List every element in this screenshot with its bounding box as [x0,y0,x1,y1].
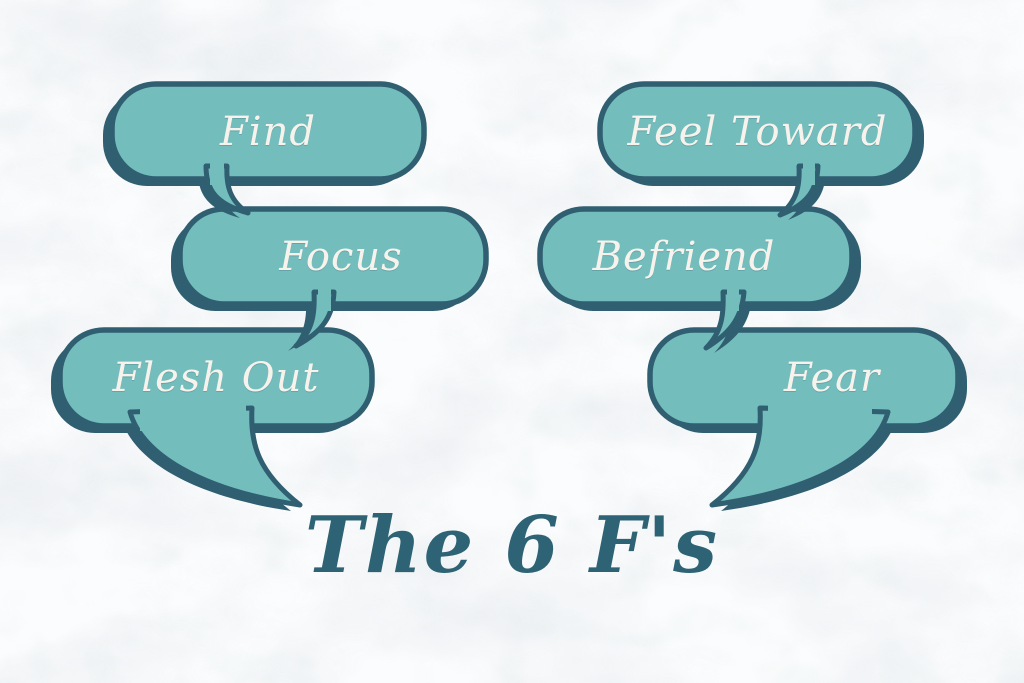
bubble-befriend-shape [537,206,855,307]
bubble-find-shape [109,81,427,182]
bubble-feel-toward-shape [597,81,918,182]
bubble-find-tail-joint [210,160,224,185]
bubble-feel-toward-tail-joint [803,160,815,185]
bubble-flesh-out-group [51,327,375,511]
bubble-find-group [103,81,427,218]
bubble-befriend-group [537,206,861,353]
bubble-flesh-out-tail-joint [140,402,246,431]
bubble-fear-tail-joint [768,402,872,431]
bubble-flesh-out-tail [127,405,303,508]
bubble-focus-tail-joint [318,286,331,311]
bubble-fear-tail [709,405,891,508]
bubble-befriend-tail-joint [727,286,739,311]
bubble-fear-group [647,327,967,511]
bubble-feel-toward-group [597,81,924,220]
bubble-focus-group [171,206,489,351]
